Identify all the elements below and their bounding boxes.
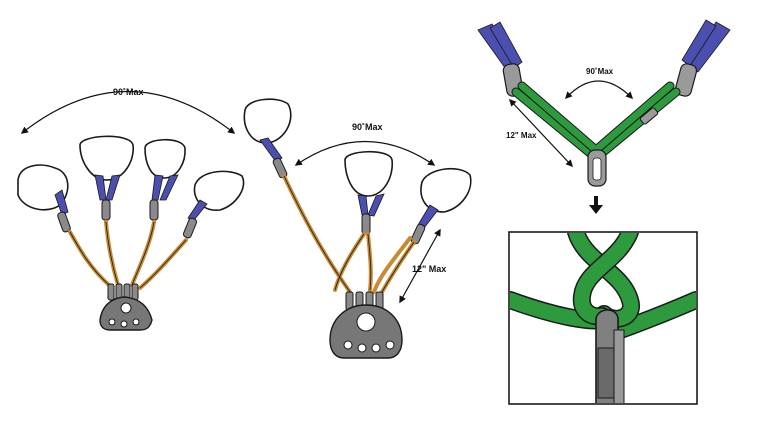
arrow-down-icon: [589, 196, 603, 214]
panel-four-point-anchor: 90˚Max: [17, 87, 245, 331]
length-label-middle: 12" Max: [412, 264, 446, 274]
sling-label-tag: [639, 107, 659, 125]
carabiners: [57, 199, 198, 239]
cordelette-strands: [68, 220, 188, 290]
bolt-hanger: [17, 164, 69, 211]
angle-arc-middle: [294, 141, 436, 166]
length-arrow-middle: [399, 228, 441, 304]
angle-label-left: 90˚Max: [113, 87, 144, 97]
angle-label-right: 90˚Max: [586, 67, 614, 76]
bolt-hanger: [243, 98, 292, 144]
bolt-hanger: [344, 150, 393, 197]
cordelette-strands: [282, 174, 416, 294]
angle-label-middle: 90˚Max: [352, 122, 383, 132]
panel-sliding-x-sling: 90˚Max 12" Max: [477, 19, 731, 405]
length-arrow-right: [509, 98, 573, 168]
length-label-right: 12" Max: [506, 131, 537, 140]
panel-three-point-anchor: 90˚Max 12" Max: [243, 98, 472, 359]
angle-arc-right: [565, 80, 634, 100]
bolt-hanger: [144, 138, 186, 179]
bolt-hanger: [420, 167, 472, 213]
carabiners: [502, 63, 698, 97]
green-sling: [511, 81, 681, 164]
angle-arc-left: [20, 90, 236, 134]
bolt-hanger: [79, 135, 134, 181]
detail-inset: [508, 231, 698, 405]
webbing-slings: [54, 174, 208, 221]
